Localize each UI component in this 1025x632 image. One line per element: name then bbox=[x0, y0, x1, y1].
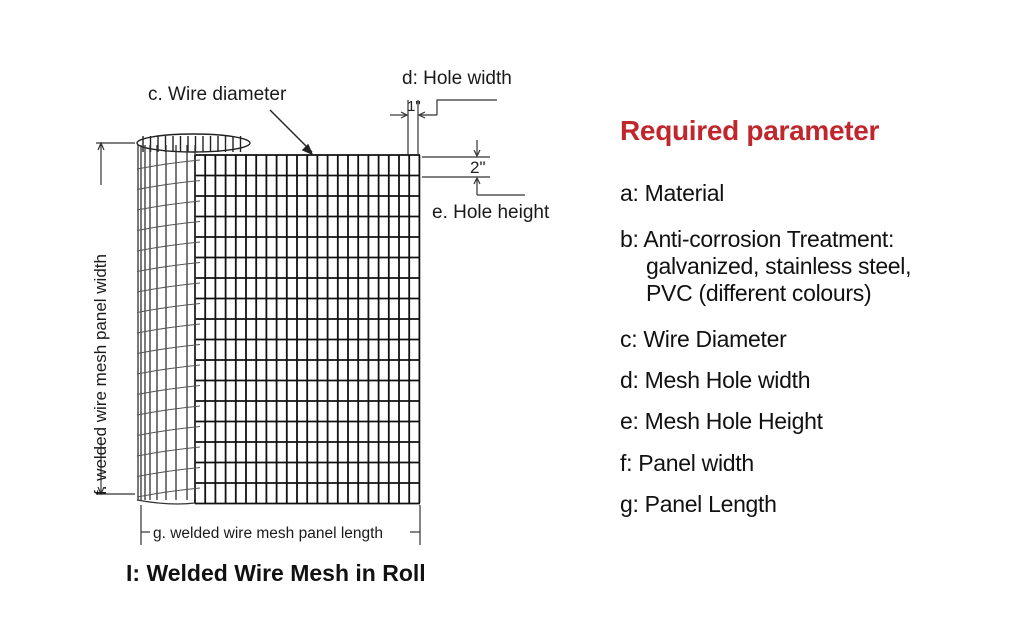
roll-bottom-edge bbox=[136, 499, 196, 505]
roll-horizontal-wire bbox=[136, 425, 201, 437]
hole-width-label: d: Hole width bbox=[402, 68, 512, 89]
param-item-panel-width: f: Panel width bbox=[620, 450, 754, 476]
roll-horizontal-wire bbox=[136, 220, 201, 232]
roll-horizontal-wire bbox=[136, 179, 201, 191]
required-parameters-panel: Required parameter bbox=[620, 115, 879, 147]
param-item-wire-diameter: c: Wire Diameter bbox=[620, 326, 787, 352]
roll-horizontal-wire bbox=[136, 323, 201, 334]
param-item-hole-height: e: Mesh Hole Height bbox=[620, 408, 823, 434]
wire-diameter-label: c. Wire diameter bbox=[148, 84, 287, 105]
roll-horizontal-wire bbox=[136, 405, 201, 416]
hole-width-dimension bbox=[390, 99, 497, 155]
roll-horizontal-wire bbox=[136, 343, 201, 355]
panel-length-dimension bbox=[140, 505, 421, 545]
hole-height-dimension bbox=[422, 140, 525, 196]
parameters-title: Required parameter bbox=[620, 115, 880, 146]
param-item-anti-corrosion-label: b: Anti-corrosion Treatment: bbox=[620, 226, 895, 252]
roll-horizontal-wire bbox=[136, 282, 201, 293]
panel-length-label: g. welded wire mesh panel length bbox=[153, 525, 383, 542]
roll-horizontal-wire bbox=[136, 487, 201, 498]
hole-width-value: 1" bbox=[407, 98, 421, 115]
wire-diameter-pointer bbox=[269, 109, 314, 156]
roll-top-edge bbox=[136, 133, 251, 153]
param-item-anti-corrosion: b: Anti-corrosion Treatment: galvanized,… bbox=[620, 226, 912, 307]
param-item-material: a: Material bbox=[620, 180, 725, 206]
param-item-hole-width: d: Mesh Hole width bbox=[620, 367, 811, 393]
flat-mesh-panel bbox=[194, 154, 421, 505]
param-item-panel-length: g: Panel Length bbox=[620, 491, 777, 517]
roll-horizontal-wire bbox=[136, 261, 201, 273]
hole-height-label: e. Hole height bbox=[432, 202, 550, 223]
roll-horizontal-wire bbox=[136, 384, 201, 396]
roll-horizontal-wire bbox=[136, 200, 201, 211]
panel-width-dimension bbox=[96, 141, 135, 496]
param-item-anti-corrosion-options-2: PVC (different colours) bbox=[646, 280, 872, 306]
roll-horizontal-wire bbox=[136, 302, 201, 314]
rolled-mesh-cylinder bbox=[136, 133, 251, 505]
roll-horizontal-wire bbox=[136, 241, 201, 252]
param-item-anti-corrosion-options-1: galvanized, stainless steel, bbox=[646, 253, 912, 279]
panel-width-label: f. welded wire mesh panel width bbox=[91, 254, 110, 495]
diagram-caption: I: Welded Wire Mesh in Roll bbox=[126, 560, 426, 586]
roll-horizontal-wire bbox=[136, 446, 201, 457]
roll-horizontal-wire bbox=[136, 364, 201, 375]
hole-height-value: 2" bbox=[470, 158, 486, 177]
roll-horizontal-wire bbox=[136, 466, 201, 478]
roll-horizontal-wire bbox=[136, 159, 201, 170]
